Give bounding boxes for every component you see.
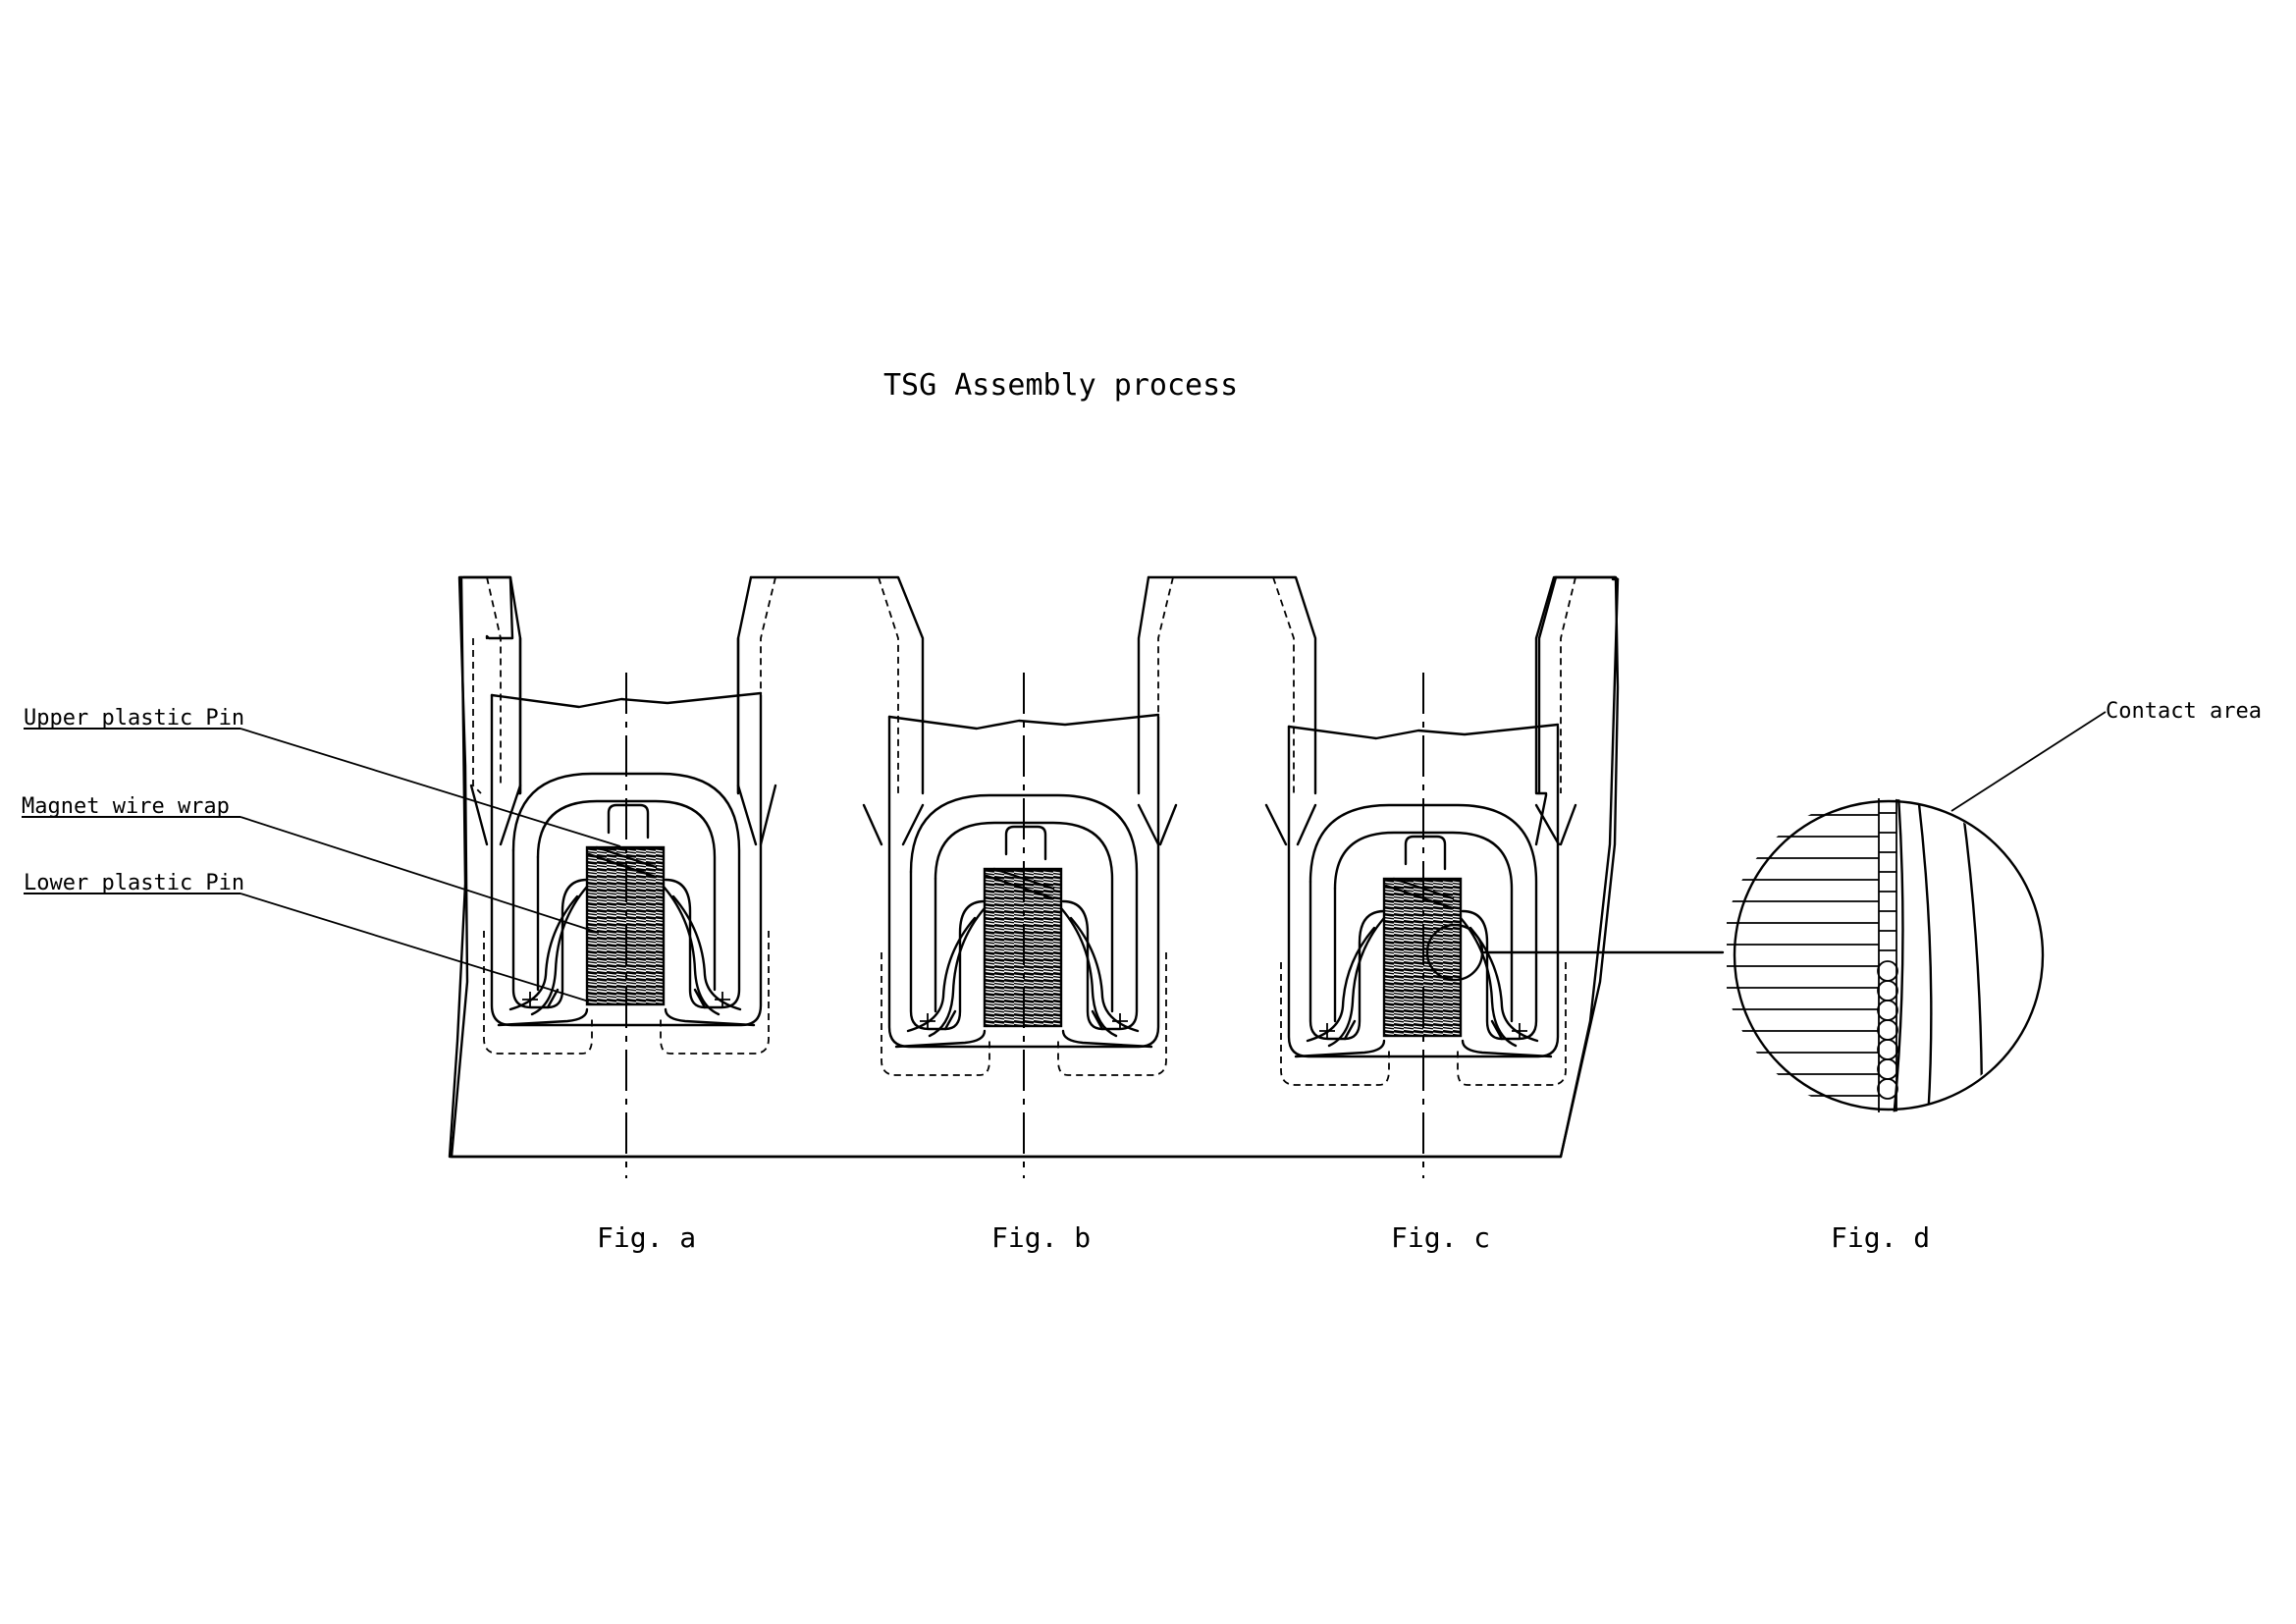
label-contact-area: Contact area <box>2106 699 2262 724</box>
label-lower-plastic-pin: Lower plastic Pin <box>24 871 244 895</box>
pole-assembly-c <box>1279 723 1568 1087</box>
label-upper-plastic-pin: Upper plastic Pin <box>24 706 244 731</box>
label-magnet-wire-wrap: Magnet wire wrap <box>22 794 230 819</box>
caption-fig-a: Fig. a <box>597 1221 696 1254</box>
caption-fig-d: Fig. d <box>1831 1221 1930 1254</box>
caption-fig-b: Fig. b <box>991 1221 1091 1254</box>
leader-lines <box>240 711 2107 1002</box>
stator-teeth <box>448 575 1620 1159</box>
caption-fig-c: Fig. c <box>1391 1221 1490 1254</box>
detail-view-d <box>1727 798 2045 1112</box>
diagram-title: TSG Assembly process <box>883 368 1238 403</box>
